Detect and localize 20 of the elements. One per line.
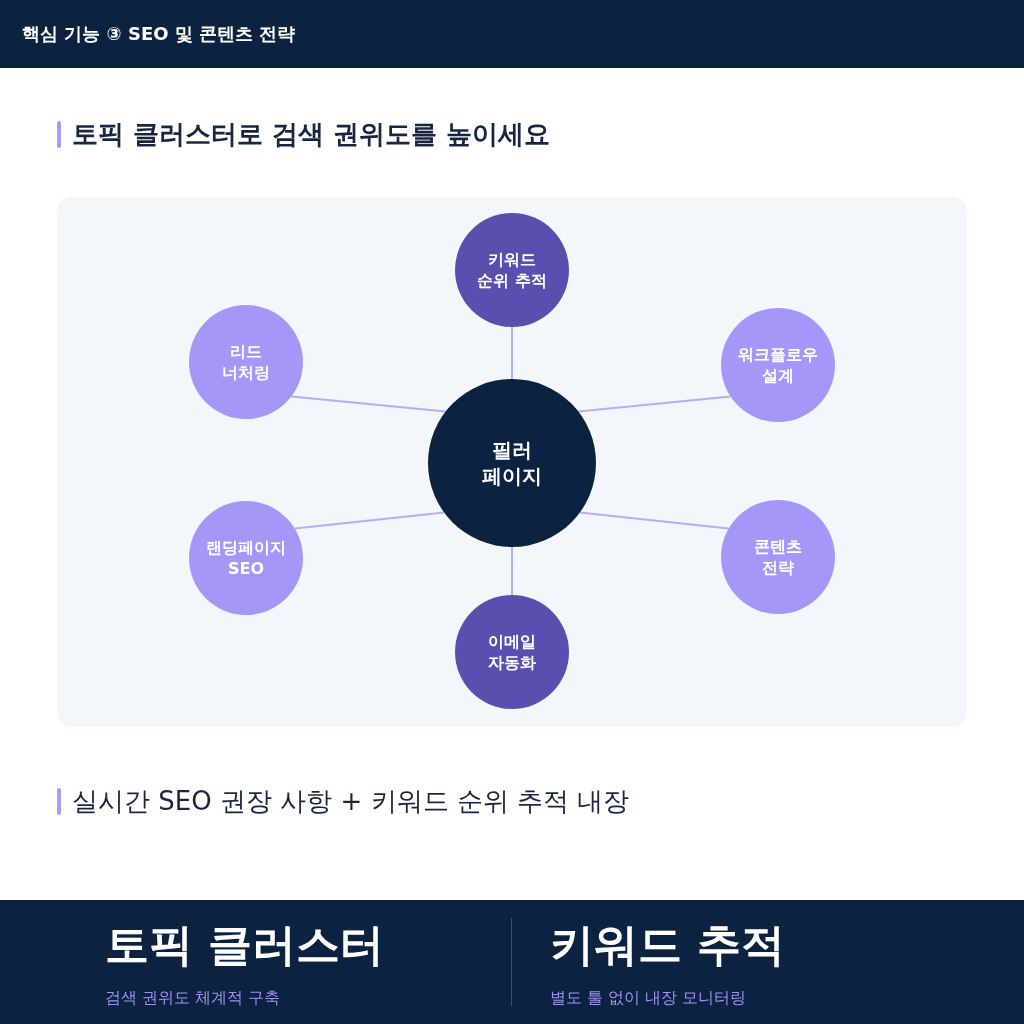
- node-label: 리드 너처링: [221, 341, 271, 383]
- connector-line: [290, 395, 447, 413]
- node-label: 랜딩페이지 SEO: [205, 537, 287, 579]
- footer-subtitle: 검색 권위도 체계적 구축: [105, 986, 281, 1008]
- node-label: 키워드 순위 추적: [476, 249, 548, 291]
- node-label: 필러 페이지: [481, 437, 543, 489]
- node-label: 콘텐츠 전략: [753, 536, 803, 578]
- header-title: 핵심 기능 ③ SEO 및 콘텐츠 전략: [22, 22, 296, 46]
- connector-line: [511, 546, 513, 596]
- connector-line: [577, 395, 732, 413]
- footer-subtitle: 별도 툴 없이 내장 모니터링: [550, 986, 747, 1008]
- node-label: 워크플로우 설계: [737, 344, 819, 386]
- footer-title: 키워드 추적: [550, 917, 786, 972]
- section-heading: 토픽 클러스터로 검색 권위도를 높이세요: [72, 118, 551, 151]
- section-heading: 실시간 SEO 권장 사항 + 키워드 순위 추적 내장: [72, 785, 630, 818]
- connector-line: [578, 511, 730, 530]
- node-label: 이메일 자동화: [487, 631, 537, 673]
- footer-title: 토픽 클러스터: [105, 917, 385, 972]
- connector-line: [511, 326, 513, 380]
- connector-line: [293, 511, 446, 530]
